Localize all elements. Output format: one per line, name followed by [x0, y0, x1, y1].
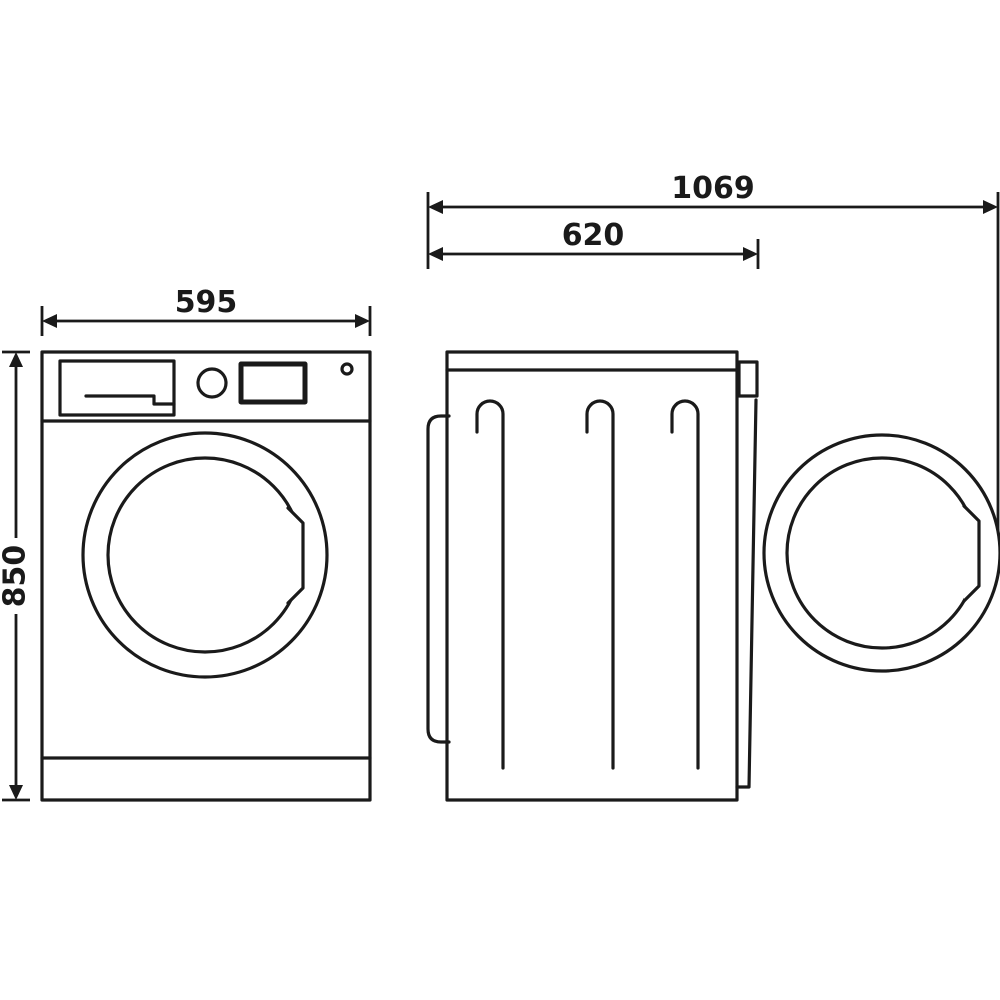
panel-groove — [670, 399, 700, 770]
front-door-outer-ring — [81, 431, 329, 679]
arrowhead-left — [42, 314, 57, 328]
dimension-label-front-width: 595 — [175, 285, 238, 320]
arrowhead-left — [428, 247, 443, 261]
side-view — [426, 350, 1000, 802]
dimension-front-width: 595 — [40, 285, 372, 336]
front-door-handle — [286, 506, 305, 605]
front-body — [40, 350, 372, 802]
detergent-drawer — [58, 359, 176, 417]
panel-groove — [475, 399, 505, 770]
arrowhead-right — [983, 200, 998, 214]
dimension-depth: 620 — [428, 218, 760, 269]
front-view — [40, 350, 372, 802]
open-door-handle — [962, 504, 981, 603]
display-panel — [238, 361, 308, 405]
dimension-depth-door-open: 1069 — [426, 171, 1000, 531]
arrowhead-right — [743, 247, 758, 261]
door-hinge-block — [737, 360, 759, 398]
dimension-label-height: 850 — [0, 545, 33, 608]
detergent-drawer-handle — [84, 394, 176, 406]
arrowhead-left — [428, 200, 443, 214]
program-knob — [196, 367, 228, 399]
arrowhead-bottom — [9, 785, 23, 800]
panel-groove — [585, 399, 615, 770]
dimension-label-depth: 620 — [562, 218, 625, 253]
dimension-height: 850 — [0, 350, 33, 802]
open-door-outer-ring — [762, 433, 1000, 673]
dimension-label-depth-door-open: 1069 — [671, 171, 755, 206]
open-door-edge — [735, 398, 758, 789]
power-button-icon — [340, 362, 354, 376]
front-door-inner-ring — [106, 456, 304, 654]
arrowhead-top — [9, 352, 23, 367]
arrowhead-right — [355, 314, 370, 328]
side-rear-bulge — [426, 414, 451, 744]
open-door-inner-ring — [785, 456, 979, 650]
side-body — [445, 350, 739, 802]
